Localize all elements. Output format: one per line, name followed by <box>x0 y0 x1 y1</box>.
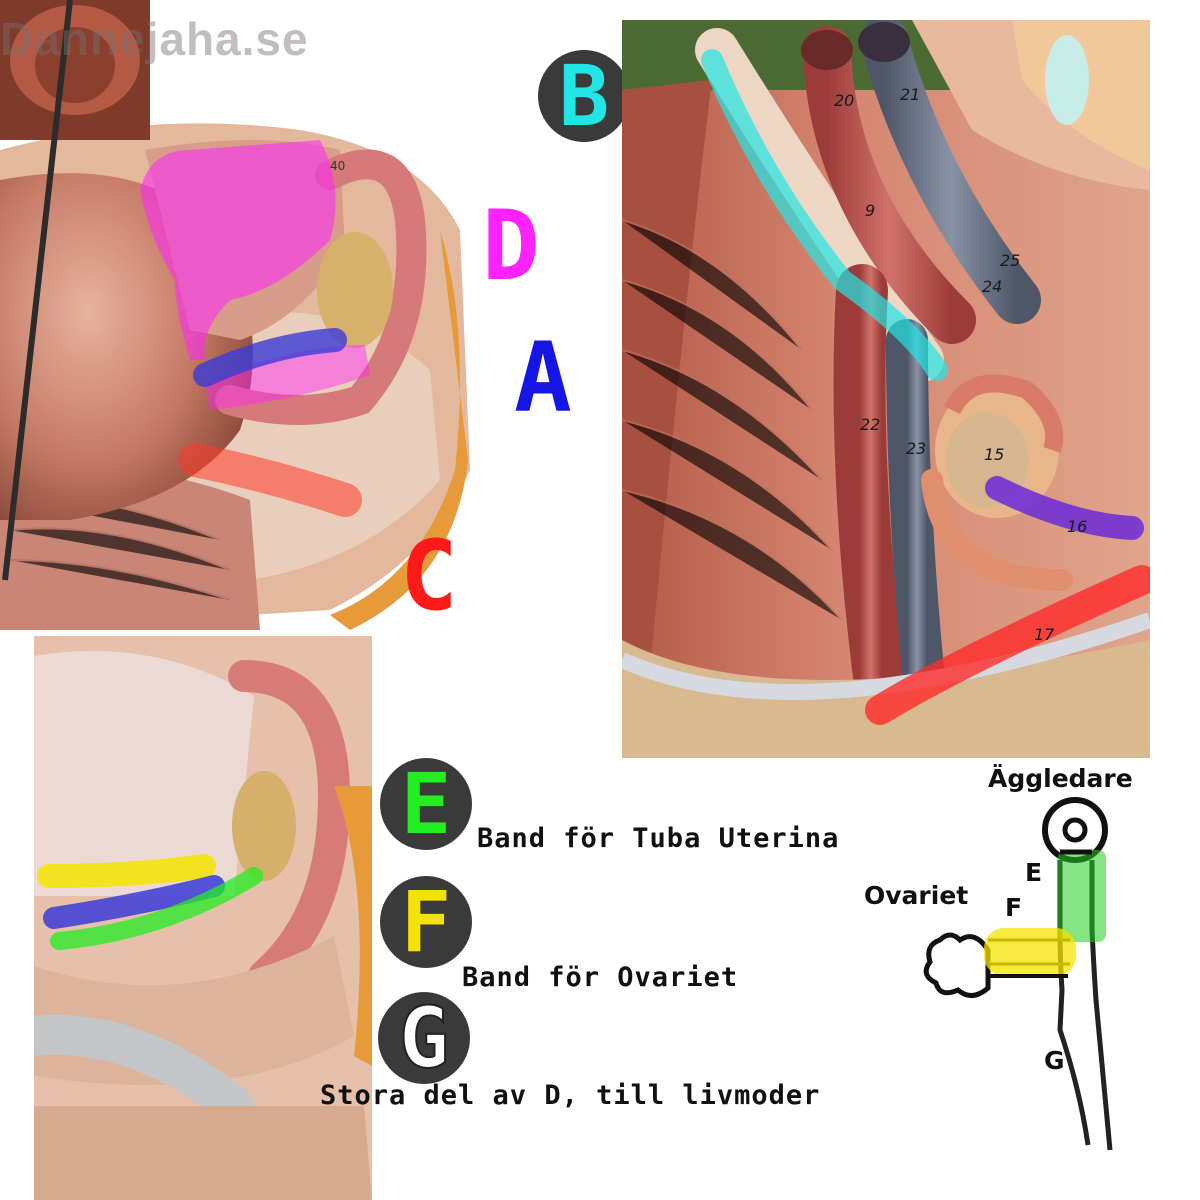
sketch-label-top: Äggledare <box>988 764 1133 793</box>
sketch-label-e: E <box>1025 858 1043 887</box>
legend-f-text: Band för Ovariet <box>462 962 739 993</box>
sketch-band-f <box>984 928 1076 976</box>
label-b: B <box>558 47 610 145</box>
legend-e-text: Band för Tuba Uterina <box>477 823 840 854</box>
sketch-ovary <box>923 932 991 998</box>
legend-g-badge: G <box>378 992 470 1084</box>
legend-f-badge: F <box>380 876 472 968</box>
label-a: A <box>514 322 572 434</box>
sketch-label-left: Ovariet <box>864 881 969 910</box>
label-c: C <box>400 520 458 632</box>
legend-f-letter: F <box>400 873 452 971</box>
photo-right: 20 21 9 25 24 22 23 15 16 17 <box>622 20 1150 758</box>
model-number-25: 25 <box>1000 251 1020 270</box>
model-number-16: 16 <box>1067 517 1087 536</box>
sketch-label-g: G <box>1044 1046 1065 1075</box>
label-b-badge: B <box>538 50 630 142</box>
photo-top-left: 40 <box>0 0 470 630</box>
model-number-17: 17 <box>1034 625 1055 644</box>
photo-bottom-left <box>34 636 372 1200</box>
sketch-label-f: F <box>1005 893 1023 922</box>
watermark: Dannejaha.se <box>0 13 309 65</box>
model-number-20: 20 <box>834 91 854 110</box>
legend-g-text: Stora del av D, till livmoder <box>320 1080 821 1111</box>
legend-g-letter: G <box>398 989 451 1087</box>
legend-e-badge: E <box>380 758 472 850</box>
legend-e-letter: E <box>400 755 452 853</box>
model-number-24: 24 <box>982 277 1002 296</box>
model-number-22: 22 <box>860 415 880 434</box>
model-number-9: 9 <box>865 201 875 220</box>
model-number-40: 40 <box>330 159 345 173</box>
sketch-tube-lumen <box>1062 817 1088 843</box>
sketch-band-e <box>1058 850 1106 942</box>
model-number-21: 21 <box>900 85 920 104</box>
label-d: D <box>482 190 540 302</box>
model-number-15: 15 <box>984 445 1004 464</box>
ligament-sketch <box>923 797 1113 1151</box>
model-number-23: 23 <box>906 439 926 458</box>
